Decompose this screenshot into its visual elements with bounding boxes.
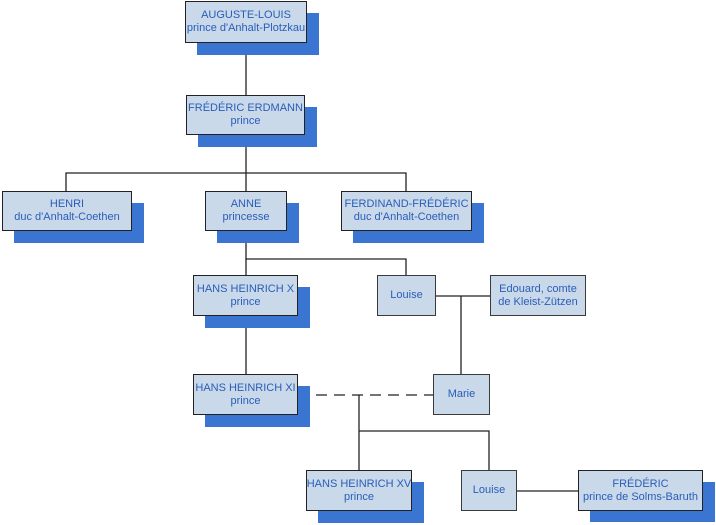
node-name: FRÉDÉRIC — [612, 477, 669, 490]
node-name: AUGUSTE-LOUIS — [201, 9, 291, 21]
node-louise-1: Louise — [377, 275, 436, 316]
node-name: FRÉDÉRIC ERDMANN — [188, 102, 303, 114]
node-name: Louise — [390, 289, 423, 301]
node-name: Marie — [447, 388, 476, 400]
node-title: duc d'Anhalt-Coethen — [14, 211, 120, 223]
connector-anne-children — [245, 231, 407, 275]
node-title: de Kleist-Zützen — [498, 295, 578, 308]
node-name: HANS HEINRICH X — [196, 282, 295, 295]
node-title: princesse — [222, 211, 270, 223]
connector-children-bar — [359, 430, 490, 470]
node-name: FERDINAND-FRÉDÉRIC — [344, 198, 469, 210]
node-title: prince — [230, 394, 261, 407]
node-name: HENRI — [49, 198, 85, 210]
node-title: prince — [344, 490, 374, 503]
node-louise-2: Louise — [461, 470, 517, 511]
node-name: HANS HEINRICH XI — [195, 381, 296, 394]
node-name: Louise — [472, 484, 506, 496]
node-title: prince d'Anhalt-Plotzkau — [186, 22, 306, 34]
node-marie: Marie — [433, 374, 490, 415]
node-title: duc d'Anhalt-Coethen — [353, 211, 460, 223]
node-name: HANS HEINRICH XV — [306, 477, 412, 490]
connector-sibling-bar — [65, 172, 407, 191]
node-name: ANNE — [230, 198, 262, 210]
node-title: prince — [230, 295, 261, 308]
node-name: Edouard, comte — [499, 282, 577, 295]
node-title: prince de Solms-Baruth — [583, 490, 698, 503]
node-title: prince — [230, 115, 261, 127]
